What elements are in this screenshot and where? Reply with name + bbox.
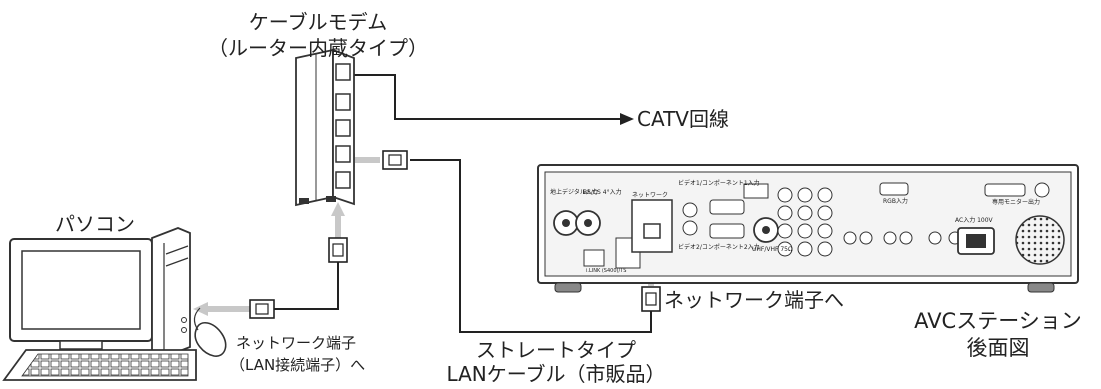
panel-label-uhf-vhf: UHF/VHF 75Ω: [752, 246, 793, 253]
pc-keyboard-icon: [2, 349, 197, 381]
plug-in-arrow-up-icon: [331, 202, 345, 216]
pc-label: パソコン: [55, 212, 135, 236]
pc-port-label-line2: （LAN接続端子）へ: [230, 356, 366, 374]
panel-label-i-link: i.LINK (S400)/TS: [586, 268, 627, 274]
mouse-icon: [193, 307, 227, 357]
avc-title-line1: AVCステーション: [914, 309, 1082, 333]
panel-label-digital-in: 地上デジタル入力: [550, 189, 598, 196]
lan-plug-icon: [641, 286, 661, 312]
avc-station-icon: [537, 164, 1079, 293]
plug-in-arrow-left-icon: [193, 302, 208, 316]
lan-plug-icon: [328, 237, 348, 263]
lan-cable-to-avc: [410, 159, 652, 333]
catv-line-label: CATV回線: [637, 107, 729, 131]
panel-label-video-component-1: ビデオ1/コンポーネント1入力: [678, 180, 760, 187]
panel-label-video-component-2: ビデオ2/コンポーネント2入力: [678, 244, 760, 251]
avc-title-line2: 後面図: [966, 336, 1030, 360]
avc-network-port-label: ネットワーク端子へ: [664, 288, 844, 312]
catv-arrow-icon: [620, 113, 634, 125]
lan-plug-icon: [382, 150, 408, 170]
panel-label-monitor-out: 専用モニター出力: [992, 199, 1041, 206]
lan-plug-icon: [249, 299, 275, 319]
modem-title: ケーブルモデム: [248, 10, 388, 34]
pc-port-label-line1: ネットワーク端子: [236, 334, 357, 352]
panel-label-rgb-in: RGB入力: [883, 198, 908, 205]
modem-subtitle: （ルーター内蔵タイプ）: [208, 36, 428, 60]
pc-monitor-icon: [9, 238, 153, 350]
cable-label-line1: ストレートタイプ: [476, 338, 636, 362]
panel-label-ac-in: AC入力 100V: [955, 217, 993, 224]
panel-label-bs-cs-in: BS/CS 4°入力: [583, 189, 622, 196]
cable-modem-icon: [295, 48, 355, 207]
pc-tower-icon: [151, 227, 191, 358]
catv-line: [343, 74, 620, 120]
panel-label-network: ネットワーク: [632, 192, 669, 199]
lan-cable-to-pc: [272, 262, 339, 310]
cable-label-line2: LANケーブル（市販品）: [446, 362, 666, 386]
